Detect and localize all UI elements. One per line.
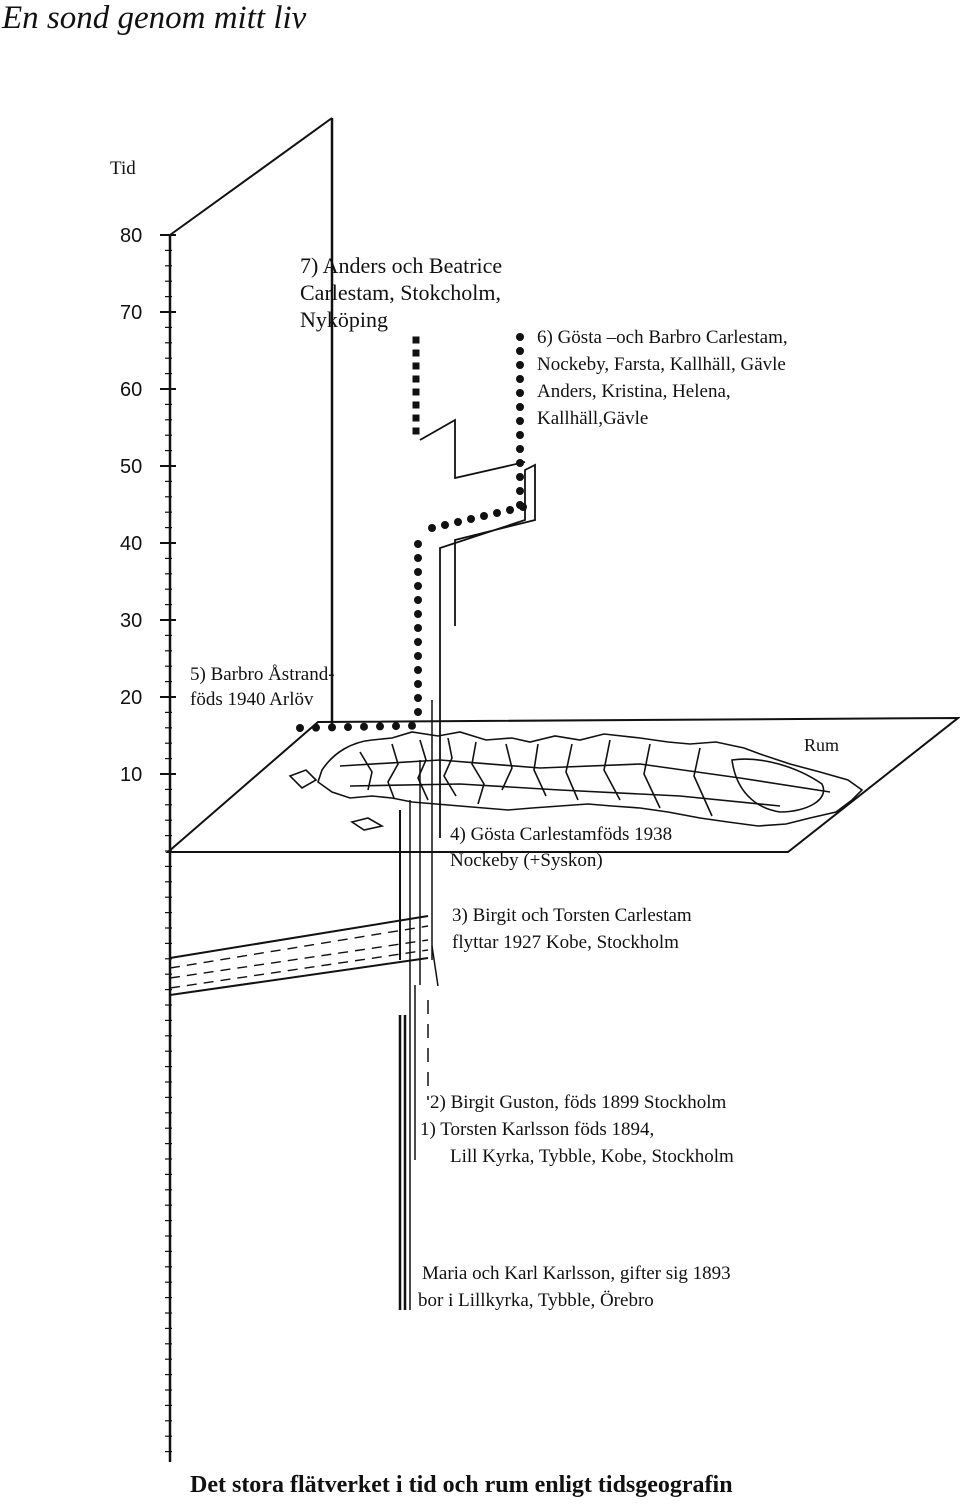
time-tick-label: 10 xyxy=(120,764,142,786)
event-5-label: 5) Barbro Åstrand- föds 1940 Arlöv xyxy=(190,664,335,710)
svg-text:bor i Lillkyrka, Tybble, Örebr: bor i Lillkyrka, Tybble, Örebro xyxy=(418,1290,654,1311)
figure-caption: Det stora flätverket i tid och rum enlig… xyxy=(190,1472,733,1498)
svg-text:Nyköping: Nyköping xyxy=(300,307,388,332)
svg-text:3) Birgit och Torsten Carlest: 3) Birgit och Torsten Carlestam xyxy=(452,905,692,926)
time-tick-label: 70 xyxy=(120,302,142,324)
dotted-paths xyxy=(296,333,527,732)
time-tick-label: 80 xyxy=(120,225,142,247)
event-7-label: 7) Anders och Beatrice Carlestam, Stokch… xyxy=(300,253,502,332)
svg-text:7) Anders och Beatrice: 7) Anders och Beatrice xyxy=(300,253,502,278)
lower-migration-band xyxy=(169,915,429,996)
svg-text:1) Torsten Karlsson föds 1894,: 1) Torsten Karlsson föds 1894, xyxy=(420,1119,654,1140)
time-tick-label: 60 xyxy=(120,379,142,401)
svg-text:Nockeby, Farsta, Kallhäll, Gäv: Nockeby, Farsta, Kallhäll, Gävle xyxy=(537,354,786,375)
time-tick-label: 50 xyxy=(120,456,142,478)
event-6-label: 6) Gösta –och Barbro Carlestam, Nockeby,… xyxy=(537,327,788,429)
svg-text:föds 1940 Arlöv: föds 1940 Arlöv xyxy=(190,689,314,710)
life-lines xyxy=(398,418,536,1310)
svg-text:Lill Kyrka, Tybble, Kobe, Stoc: Lill Kyrka, Tybble, Kobe, Stockholm xyxy=(450,1146,734,1167)
region-map xyxy=(288,731,864,831)
svg-text:Carlestam, Stokcholm,: Carlestam, Stokcholm, xyxy=(300,280,501,305)
event-2-1-label: 2) Birgit Guston, föds 1899 Stockholm 1)… xyxy=(420,1092,734,1167)
svg-text:5) Barbro Åstrand-: 5) Barbro Åstrand- xyxy=(190,664,335,685)
svg-text:2) Birgit Guston, föds 1899 St: 2) Birgit Guston, föds 1899 Stockholm xyxy=(430,1092,726,1113)
time-tick-label: 20 xyxy=(120,687,142,709)
svg-text:Maria och Karl Karlsson, gifte: Maria och Karl Karlsson, gifter sig 1893 xyxy=(422,1263,731,1284)
time-axis: 80 70 60 50 40 30 20 10 xyxy=(120,225,176,1462)
space-plane: Rum xyxy=(165,716,960,853)
event-3-label: 3) Birgit och Torsten Carlestam flyttar … xyxy=(452,905,692,953)
page-title: En sond genom mitt liv xyxy=(2,0,307,36)
event-marriage-label: Maria och Karl Karlsson, gifter sig 1893… xyxy=(418,1263,731,1311)
time-tick-label: 30 xyxy=(120,610,142,632)
svg-text:Nockeby (+Syskon): Nockeby (+Syskon) xyxy=(450,850,603,871)
event-4-label: 4) Gösta Carlestamföds 1938 Nockeby (+Sy… xyxy=(450,824,672,871)
time-tick-label: 40 xyxy=(120,533,142,555)
upper-time-plane xyxy=(169,117,334,730)
svg-text:Kallhäll,Gävle: Kallhäll,Gävle xyxy=(537,408,648,429)
svg-text:flyttar 1927 Kobe, Stockholm: flyttar 1927 Kobe, Stockholm xyxy=(452,932,679,953)
svg-text:6) Gösta –och Barbro Carlestam: 6) Gösta –och Barbro Carlestam, xyxy=(537,327,788,348)
svg-text:Anders, Kristina, Helena,: Anders, Kristina, Helena, xyxy=(537,381,731,402)
svg-text:4) Gösta Carlestamföds 1938: 4) Gösta Carlestamföds 1938 xyxy=(450,824,672,845)
time-axis-label: Tid xyxy=(110,158,136,179)
space-axis-label: Rum xyxy=(804,735,839,755)
